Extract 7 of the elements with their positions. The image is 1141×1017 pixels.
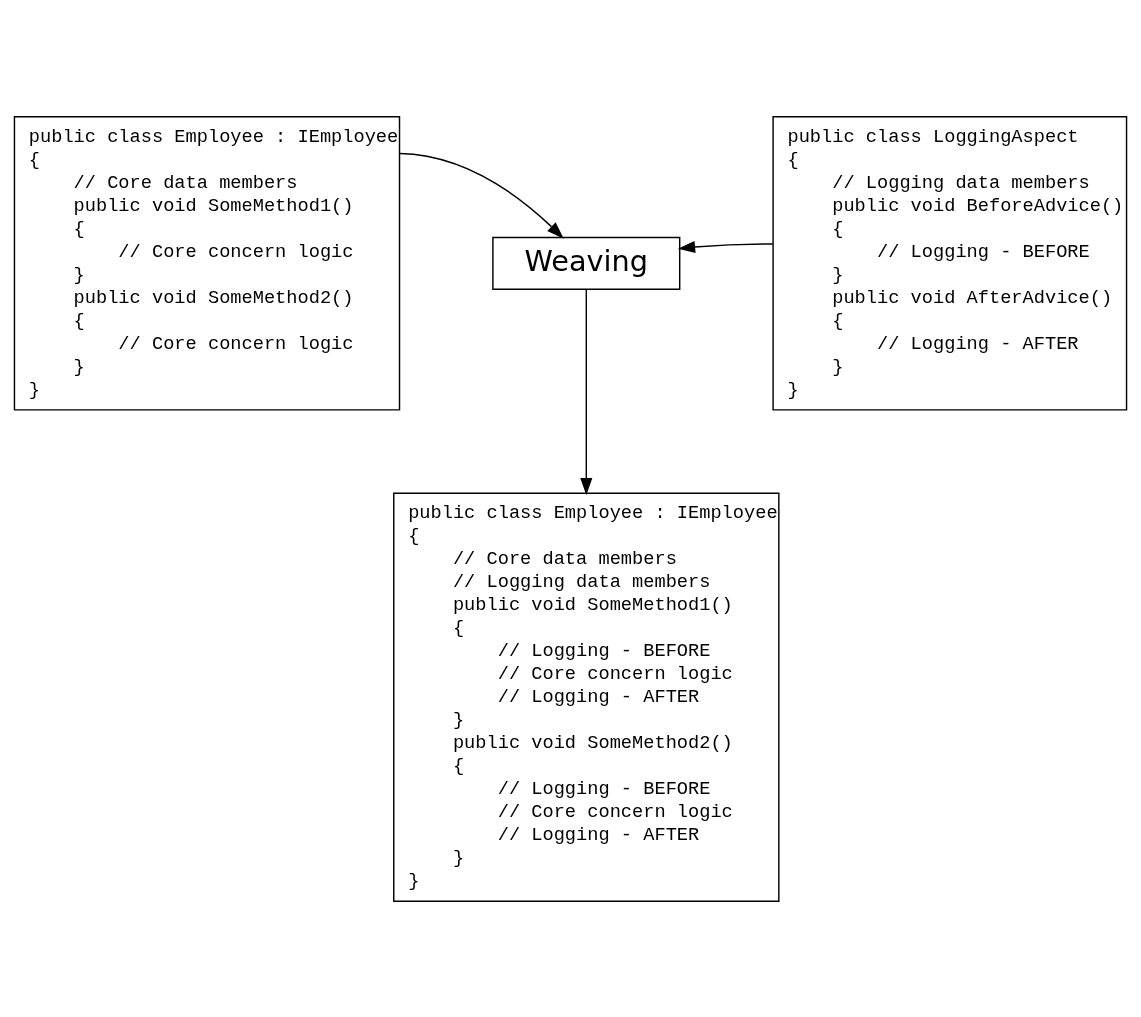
node-box: public class LoggingAspect { // Logging data members public void BeforeAdvice() { // Logging - BEFORE } public void AfterAdvice() { // Logging - AFTER } } bbox=[772, 115, 1128, 411]
node-box: public class Employee : IEmployee { // Core data members // Logging data members public void SomeMethod1() { // Logging - BEFORE // Core concern logic // Logging - AFTER } public void SomeMethod2() { // Logging - BEFORE // Core concern logic // Logging - AFTER } } bbox=[393, 491, 780, 902]
arrow bbox=[677, 240, 774, 253]
node-box: Weaving bbox=[492, 236, 681, 290]
arrow bbox=[580, 288, 593, 495]
node-box: public class Employee : IEmployee { // Core data members public void SomeMethod1() { // Core concern logic } public void SomeMethod2() { // Core concern logic } } bbox=[13, 115, 401, 411]
arrow bbox=[398, 152, 564, 239]
